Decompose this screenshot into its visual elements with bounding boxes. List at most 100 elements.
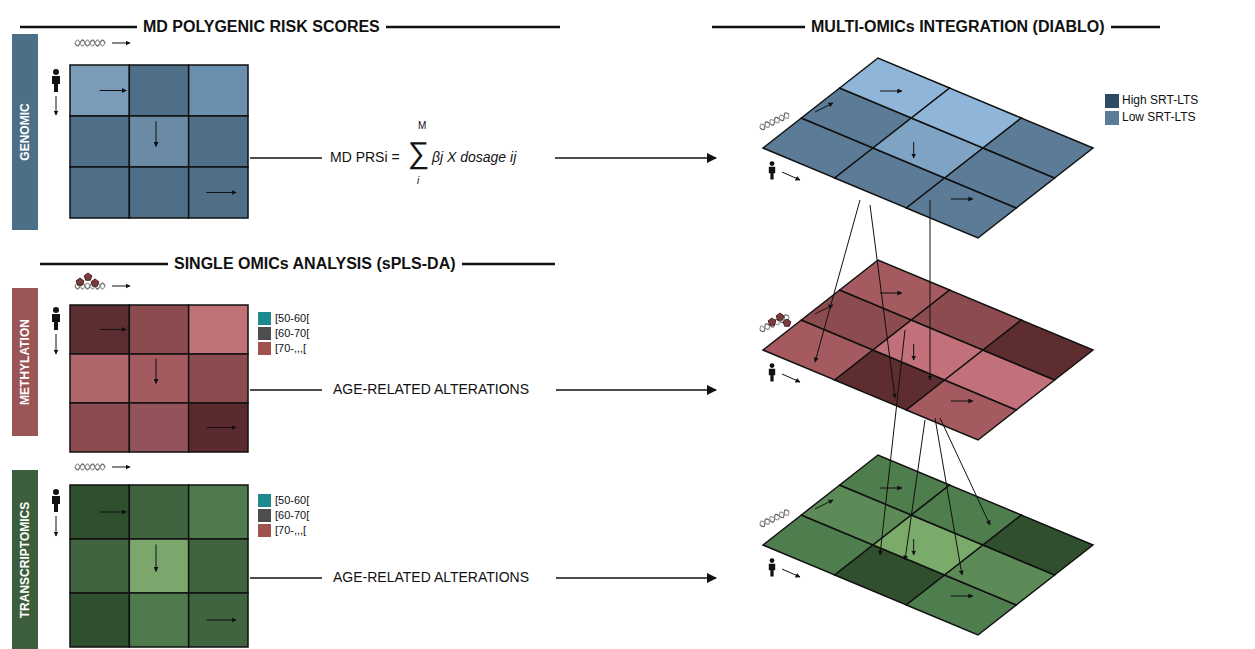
dna-strand [75, 464, 105, 470]
cell-arrow [951, 596, 973, 597]
link-arrow [935, 418, 962, 575]
legend-label: [50-60[ [275, 494, 309, 506]
genomic-grid [70, 65, 248, 218]
side-band: GENOMIC [12, 34, 38, 230]
grid-cell [70, 403, 129, 452]
layer-cell [983, 320, 1093, 380]
legend-label: [70-,,,[ [275, 342, 306, 354]
person-head [53, 307, 59, 313]
person-icon [769, 161, 775, 179]
axis-arrow [782, 374, 800, 382]
pentagon [76, 278, 84, 285]
dna-strand [75, 464, 105, 470]
axis-arrow [782, 569, 800, 577]
cell-arrow [951, 401, 973, 402]
axis-arrow [112, 286, 130, 287]
person-body [52, 76, 60, 92]
cell-arrow [156, 359, 157, 384]
legend-label: [70-,,,[ [275, 524, 306, 536]
axis-arrow [782, 172, 800, 180]
cell-arrow [880, 293, 902, 294]
legend-label: [60-70[ [275, 509, 309, 521]
cell-arrow [100, 329, 127, 330]
axis-arrow [815, 103, 833, 112]
dna-icon [759, 509, 791, 528]
legend-swatch [1105, 94, 1119, 108]
cell-arrow [156, 544, 157, 571]
legend-label: [60-70[ [275, 327, 309, 339]
flow-arrow [555, 157, 716, 159]
axis-arrow [112, 43, 130, 44]
person-body [52, 496, 60, 512]
grid-cell [129, 354, 188, 403]
side-band: METHYLATION [12, 288, 38, 436]
person-head [53, 489, 59, 495]
grid-cell [129, 305, 188, 354]
pentagon [768, 318, 776, 325]
methyl-group-icon [76, 273, 99, 286]
grid-cell [129, 539, 188, 593]
grid-cell [189, 403, 248, 452]
pentagon [783, 319, 791, 326]
dna-icon [75, 40, 105, 46]
transcriptomics-grid [70, 485, 248, 647]
dna-strand [759, 314, 791, 333]
axis-arrow [56, 334, 57, 354]
grid-cell [129, 167, 188, 218]
link-arrow [815, 200, 860, 362]
cell-arrow [206, 620, 236, 621]
cell-arrow [100, 90, 127, 91]
section-heading: MD POLYGENIC RISK SCORES [137, 18, 386, 36]
legend-label: Low SRT-LTS [1122, 111, 1196, 124]
grid-cell [189, 593, 248, 647]
cell-arrow [206, 427, 236, 428]
link-arrow [940, 418, 990, 525]
pentagon [84, 273, 92, 280]
person-head [770, 558, 775, 563]
legend-swatch [1105, 111, 1119, 125]
dna-strand [759, 509, 791, 528]
grid-cell [189, 305, 248, 354]
cell-arrow [880, 488, 902, 489]
person-body [52, 314, 60, 330]
flow-label: AGE-RELATED ALTERATIONS [330, 570, 532, 585]
grid-cell [189, 65, 248, 116]
legend-swatch [258, 494, 271, 507]
legend-swatch [258, 327, 271, 340]
flow-arrow [556, 389, 716, 391]
grid-cell [189, 116, 248, 167]
formula-index: M [418, 120, 426, 131]
grid-cell [129, 116, 188, 167]
flow-line [250, 577, 322, 579]
link-arrow [930, 200, 931, 380]
grid-cell [189, 354, 248, 403]
link-arrow [880, 330, 905, 555]
person-icon [52, 307, 60, 330]
legend-swatch [258, 509, 271, 522]
axis-arrow [815, 305, 833, 314]
grid-cell [129, 403, 188, 452]
legend-label: High SRT-LTS [1122, 94, 1198, 107]
cell-arrow [913, 344, 914, 360]
flow-line [250, 157, 322, 159]
methylation-layer [763, 260, 1093, 440]
formula-text: βj X dosage ij [432, 150, 516, 165]
cell-arrow [880, 91, 902, 92]
grid-cell [70, 116, 129, 167]
band-label: GENOMIC [18, 103, 32, 160]
person-icon [769, 558, 775, 576]
axis-arrow [56, 516, 57, 536]
pentagon [91, 279, 99, 286]
genomic-layer [763, 58, 1093, 238]
grid-cell [189, 167, 248, 218]
person-icon [769, 363, 775, 381]
legend-label: [50-60[ [275, 312, 309, 324]
formula-symbol: ∑ [408, 136, 429, 169]
grid-cell [70, 593, 129, 647]
link-arrow [905, 420, 925, 560]
layer-cell [983, 515, 1093, 575]
grid-cell [189, 485, 248, 539]
layer-cell [983, 118, 1093, 178]
flow-label: AGE-RELATED ALTERATIONS [330, 382, 532, 397]
